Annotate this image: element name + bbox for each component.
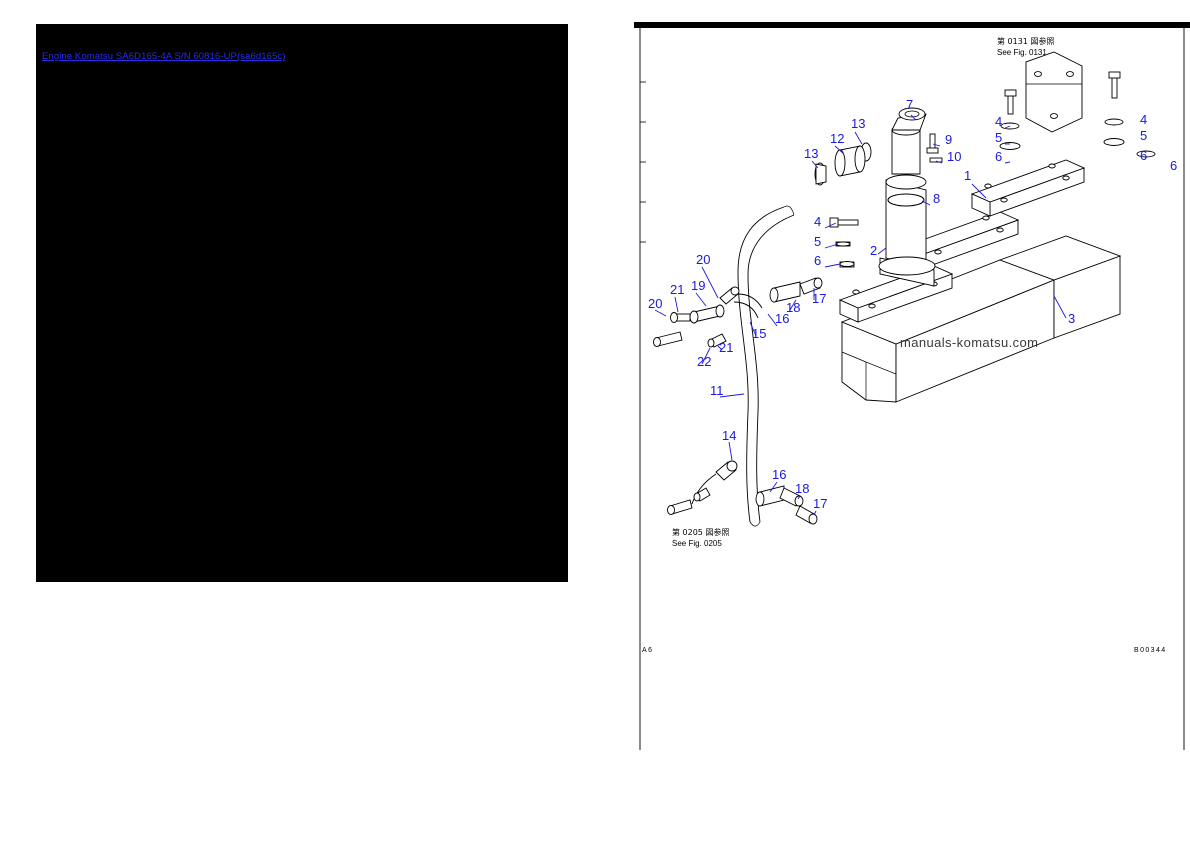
connector-group-left xyxy=(653,277,823,348)
page-code-left: A6 xyxy=(642,647,653,654)
frame-left-ticks xyxy=(640,81,646,243)
document-title-link[interactable]: Engine Komatsu SA6D165-4A S/N 60816-UP(s… xyxy=(42,51,286,62)
callout-4: 4 xyxy=(814,214,821,229)
callout-numbers: 1 2 3 4 4 4 5 5 5 6 6 6 6 7 8 9 10 11 12… xyxy=(648,97,1177,511)
callout-11: 11 xyxy=(710,383,724,398)
callout-15: 15 xyxy=(752,326,766,341)
callout-17b: 17 xyxy=(813,496,827,511)
callout-5c: 5 xyxy=(1140,128,1147,143)
callout-16b: 16 xyxy=(772,467,786,482)
cylinder-head-cover-assembly xyxy=(838,159,1122,403)
svg-text:See Fig. 0205: See Fig. 0205 xyxy=(672,539,722,548)
page-code-right: B00344 xyxy=(1134,647,1167,654)
callout-8: 8 xyxy=(933,191,940,206)
callout-12: 12 xyxy=(830,131,844,146)
svg-text:第 0205 図参照: 第 0205 図参照 xyxy=(672,527,729,537)
callout-6d: 6 xyxy=(1170,158,1177,173)
callout-6: 6 xyxy=(814,253,821,268)
connector-group-bottom xyxy=(667,460,818,525)
callout-9: 9 xyxy=(945,132,952,147)
callout-19: 19 xyxy=(691,278,705,293)
callout-4c: 4 xyxy=(1140,112,1147,127)
watermark: manuals-komatsu.com xyxy=(900,335,1038,350)
parts-diagram-panel: 1 2 3 4 4 4 5 5 5 6 6 6 6 7 8 9 10 11 12… xyxy=(634,22,1190,750)
callout-21: 21 xyxy=(670,282,684,297)
callout-13b: 13 xyxy=(804,146,818,161)
callout-18: 18 xyxy=(786,300,800,315)
callout-20b: 20 xyxy=(648,296,662,311)
callout-4b: 4 xyxy=(995,114,1002,129)
bolt-group-4-5-6-middle xyxy=(999,89,1021,150)
reference-note-0131: 第 0131 図参照 See Fig. 0131 xyxy=(997,36,1054,57)
main-hose-11 xyxy=(737,205,795,527)
frame-top-bar xyxy=(634,22,1190,28)
bracket-assembly-0131 xyxy=(1025,51,1083,133)
bolt-group-9-10 xyxy=(926,133,943,163)
callout-16: 16 xyxy=(775,311,789,326)
callout-14: 14 xyxy=(722,428,736,443)
callout-5: 5 xyxy=(814,234,821,249)
callout-22: 22 xyxy=(697,354,711,369)
hose-clamp-elbow-group xyxy=(814,142,872,186)
callout-6c: 6 xyxy=(1140,148,1147,163)
callout-17: 17 xyxy=(812,291,826,306)
callout-21b: 21 xyxy=(719,340,733,355)
callout-10: 10 xyxy=(947,149,961,164)
oil-filler-neck-assembly xyxy=(878,107,936,287)
svg-text:第 0131 図参照: 第 0131 図参照 xyxy=(997,36,1054,46)
callout-leader-lines xyxy=(654,114,1067,516)
callout-5b: 5 xyxy=(995,130,1002,145)
callout-18b: 18 xyxy=(795,481,809,496)
bolt-group-4-5-6-right xyxy=(1103,71,1156,158)
svg-text:See Fig. 0131: See Fig. 0131 xyxy=(997,48,1047,57)
bolt-group-4-5-6-left xyxy=(829,217,859,268)
reference-note-0205: 第 0205 図参照 See Fig. 0205 xyxy=(672,527,729,548)
callout-1: 1 xyxy=(964,168,971,183)
callout-3: 3 xyxy=(1068,311,1075,326)
callout-7: 7 xyxy=(906,97,913,112)
left-image-panel: Engine Komatsu SA6D165-4A S/N 60816-UP(s… xyxy=(36,24,568,582)
callout-13: 13 xyxy=(851,116,865,131)
callout-2: 2 xyxy=(870,243,877,258)
callout-6b: 6 xyxy=(995,149,1002,164)
callout-20: 20 xyxy=(696,252,710,267)
